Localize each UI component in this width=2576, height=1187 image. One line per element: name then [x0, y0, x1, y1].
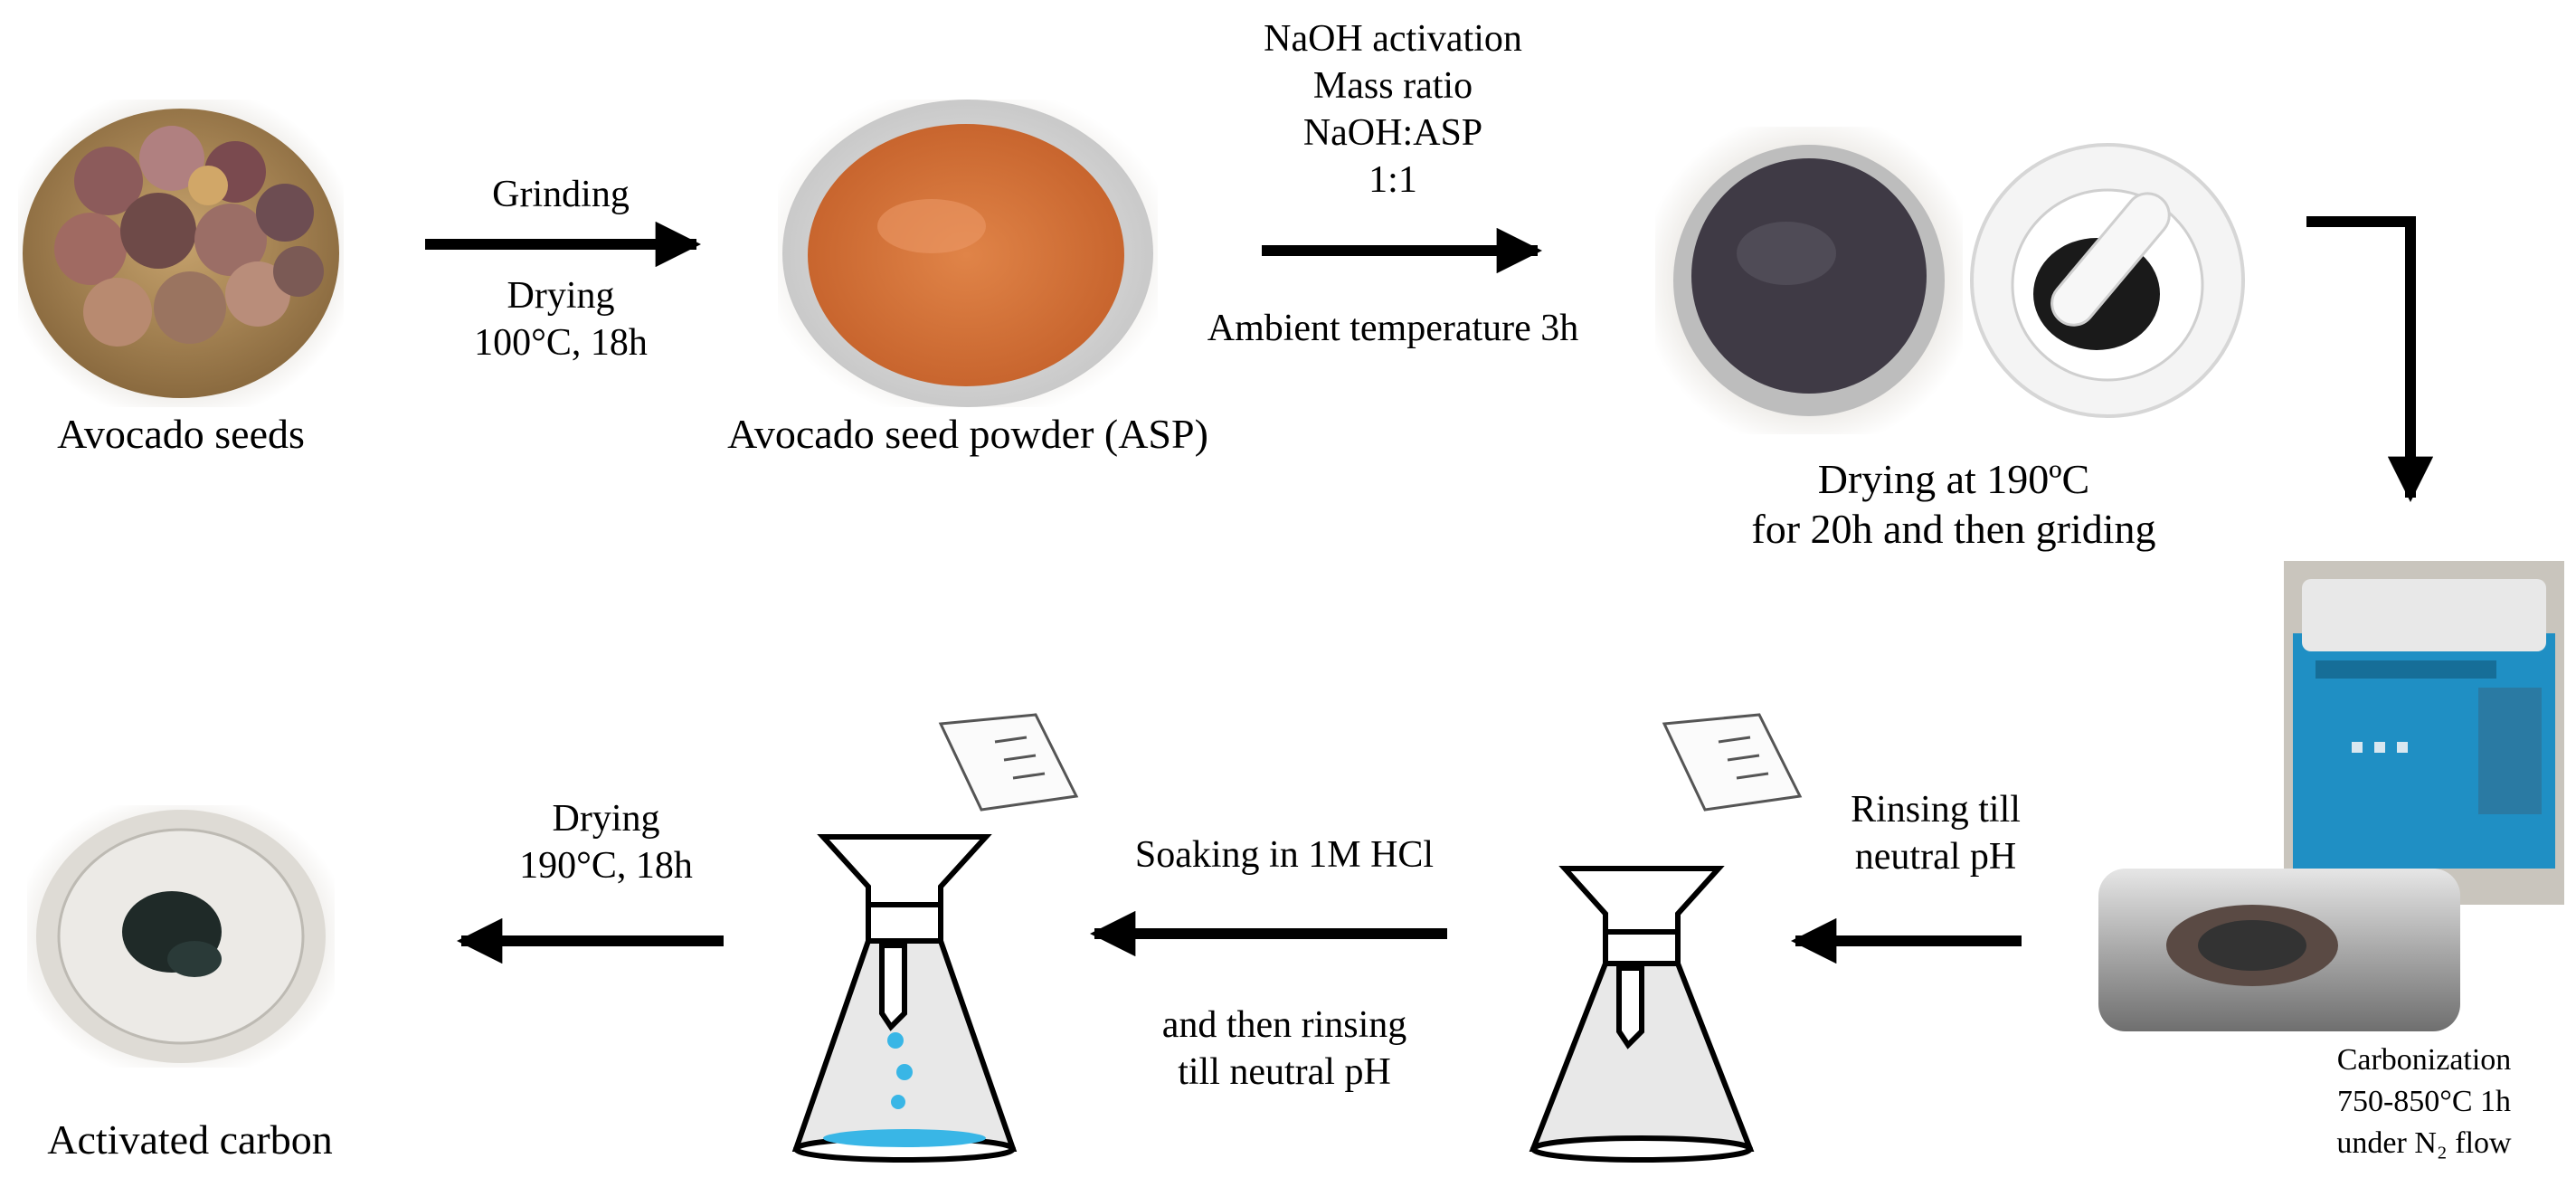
stage-carbonization-line1: Carbonization: [2336, 1043, 2512, 1077]
step1-label-temp: 100°C, 18h: [474, 322, 648, 364]
step2-label-mass-ratio: Mass ratio: [1312, 65, 1473, 107]
asp-powder-photo: [778, 100, 1158, 407]
step5-label-neutral: till neutral pH: [1178, 1051, 1391, 1093]
avocado-seeds-photo: [18, 100, 344, 407]
filter-flask-hcl: [791, 834, 1018, 1163]
step2-label-ratio-name: NaOH:ASP: [1302, 112, 1483, 154]
filtrate-drops-hcl: [887, 1032, 913, 1109]
step2-label-ambient: Ambient temperature 3h: [1207, 308, 1579, 349]
naoh-mixture-photo: [1655, 127, 1963, 434]
beaker-pour-rinse: [1662, 713, 1803, 812]
step4-label-line1: Rinsing till: [1851, 789, 2021, 831]
step6-label-temp: 190°C, 18h: [519, 845, 693, 887]
stage-drying-line2: for 20h and then griding: [1751, 506, 2156, 552]
step1-label-grinding: Grinding: [492, 174, 630, 215]
filter-flask-rinse: [1529, 866, 1755, 1163]
step5-label-rinsing: and then rinsing: [1161, 1004, 1407, 1046]
stage-drying-line1: Drying at 190ºC: [1817, 456, 2090, 502]
step2-label-ratio-value: 1:1: [1368, 159, 1417, 201]
quartz-tube-photo: [2098, 869, 2460, 1031]
step4-label-line2: neutral pH: [1854, 836, 2017, 878]
stage-avocado-seeds: Avocado seeds: [57, 411, 305, 457]
step1-label-drying: Drying: [507, 275, 615, 317]
stage-asp: Avocado seed powder (ASP): [727, 411, 1208, 457]
step6-label-drying: Drying: [552, 798, 660, 840]
step2-label-activation: NaOH activation: [1264, 18, 1522, 60]
stage-carbonization-line2: 750-850°C 1h: [2336, 1085, 2512, 1118]
beaker-pour-hcl: [938, 713, 1079, 812]
arrow-to-carbonization: [2306, 216, 2434, 503]
stage-activated-carbon: Activated carbon: [47, 1116, 333, 1163]
step5-label-soaking: Soaking in 1M HCl: [1134, 834, 1435, 876]
stage-carbonization-line3: under N₂ flow: [2336, 1126, 2512, 1160]
mortar-pestle-photo: [1970, 143, 2245, 418]
tube-furnace-photo: [2284, 561, 2564, 905]
activated-carbon-photo: [27, 805, 335, 1068]
